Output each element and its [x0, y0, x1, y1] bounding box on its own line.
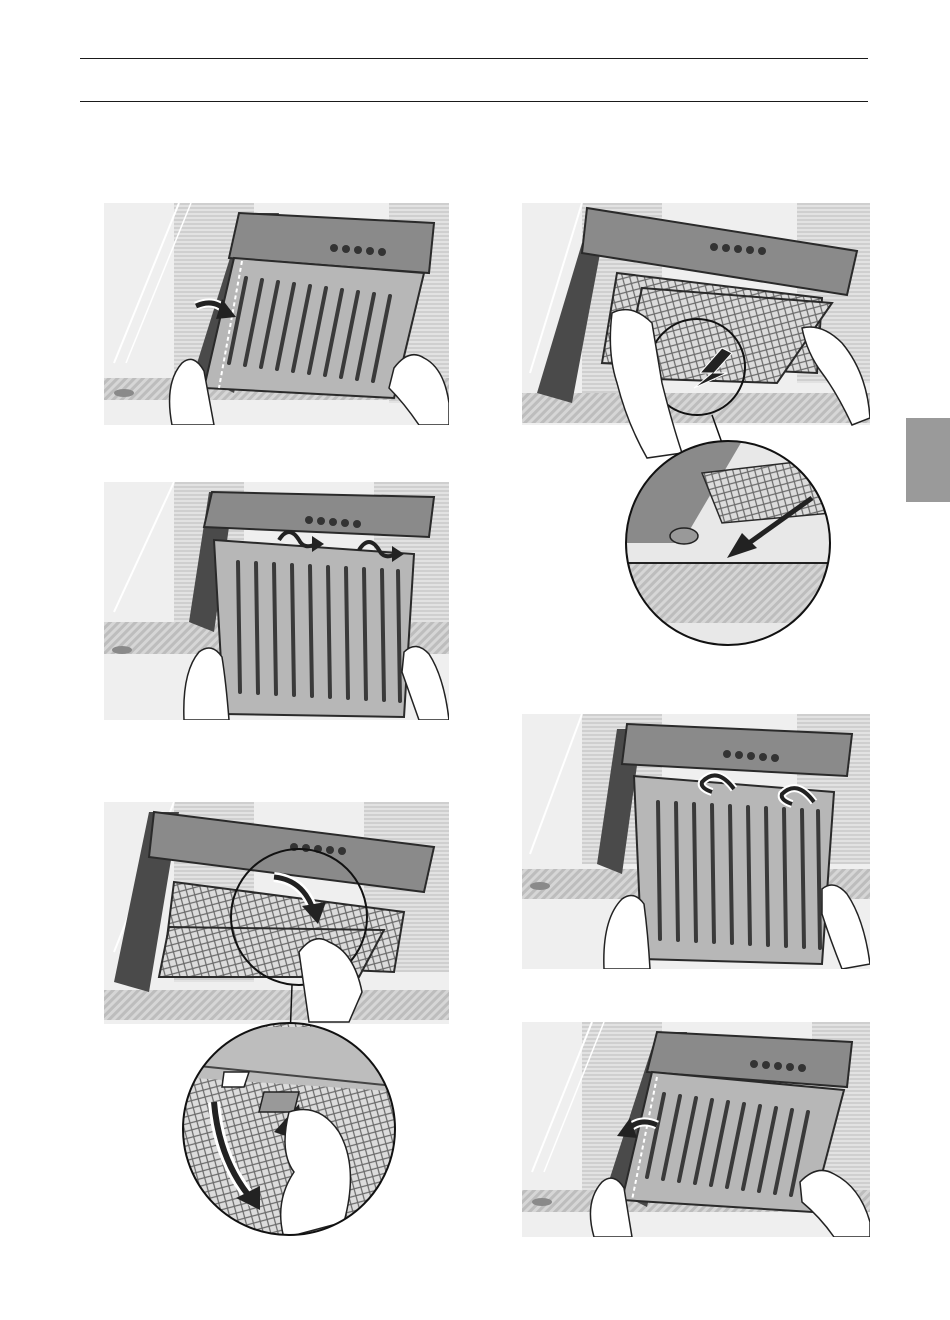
header-rule-bottom	[80, 101, 868, 102]
figure-remove-grease-filter-tilt	[104, 203, 449, 425]
figure-pull-out-charcoal-filter	[522, 203, 870, 648]
magnifier-detail	[179, 1022, 404, 1238]
figure-unhook-grease-filter	[104, 482, 449, 720]
figure-release-charcoal-filter-clip	[104, 802, 459, 1238]
magnifier-detail	[626, 441, 831, 646]
figure-close-grease-filter	[522, 1022, 870, 1237]
figure-rehook-grease-filter	[522, 714, 870, 969]
section-tab-marker	[906, 418, 950, 502]
header-rule-top	[80, 58, 868, 59]
